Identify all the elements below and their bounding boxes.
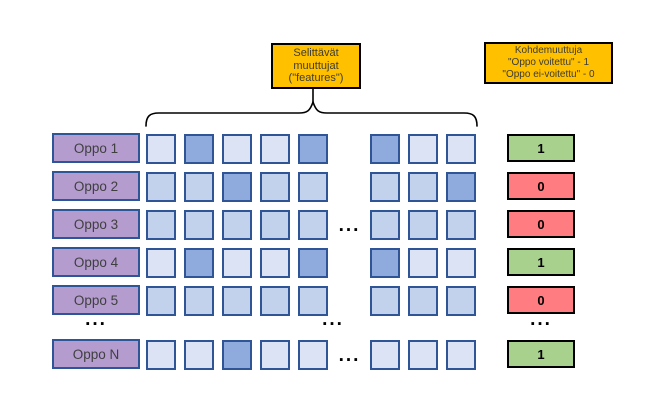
row-label: Oppo N — [52, 339, 140, 369]
feature-cell — [370, 210, 400, 240]
grid-ellipsis: ... — [338, 215, 361, 236]
feature-cell — [408, 248, 438, 278]
features-header-line: Selittävät — [293, 46, 339, 59]
target-value-box: 0 — [507, 172, 575, 200]
feature-cell — [446, 248, 476, 278]
feature-cell — [222, 172, 252, 202]
feature-cell — [408, 210, 438, 240]
target-header-box: Kohdemuuttuja "Oppo voitettu" - 1 "Oppo … — [484, 42, 613, 84]
features-header-line: muuttujat — [293, 59, 339, 72]
feature-cell — [446, 340, 476, 370]
feature-cell — [370, 340, 400, 370]
feature-cell — [222, 210, 252, 240]
feature-cell — [260, 134, 290, 164]
target-value-box: 1 — [507, 248, 575, 276]
target-value-box: 0 — [507, 210, 575, 238]
target-header-line: "Oppo voitettu" - 1 — [507, 57, 590, 69]
feature-cell — [408, 340, 438, 370]
feature-cell — [446, 134, 476, 164]
feature-cell — [184, 286, 214, 316]
feature-cell — [222, 248, 252, 278]
row-label: Oppo 2 — [52, 171, 140, 201]
feature-cell — [146, 210, 176, 240]
feature-cell — [146, 172, 176, 202]
feature-cell — [446, 286, 476, 316]
feature-cell — [370, 286, 400, 316]
feature-cell — [146, 286, 176, 316]
feature-cell — [260, 340, 290, 370]
target-value-box: 0 — [507, 286, 575, 314]
feature-cell — [184, 134, 214, 164]
row-label: Oppo 3 — [52, 209, 140, 239]
feature-cell — [222, 134, 252, 164]
feature-cell — [298, 248, 328, 278]
feature-cell — [184, 340, 214, 370]
features-header-line: ("features") — [288, 72, 344, 85]
feature-cell — [222, 286, 252, 316]
feature-cell — [146, 134, 176, 164]
target-column-ellipsis: ... — [530, 309, 552, 330]
feature-cell — [184, 172, 214, 202]
label-column-ellipsis: ... — [85, 309, 107, 330]
feature-cell — [298, 340, 328, 370]
target-header-line: "Oppo ei-voitettu" - 0 — [502, 68, 595, 80]
feature-cell — [146, 248, 176, 278]
target-value-box: 1 — [507, 340, 575, 368]
feature-cell — [184, 248, 214, 278]
features-header-box: Selittävät muuttujat ("features") — [271, 43, 361, 89]
feature-cell — [298, 286, 328, 316]
grid-ellipsis: ... — [322, 309, 344, 330]
feature-cell — [446, 210, 476, 240]
feature-cell — [370, 248, 400, 278]
feature-cell — [260, 248, 290, 278]
target-header-line: Kohdemuuttuja — [514, 45, 583, 57]
grid-ellipsis: ... — [338, 345, 361, 366]
feature-cell — [298, 134, 328, 164]
feature-cell — [260, 286, 290, 316]
feature-cell — [146, 340, 176, 370]
row-label: Oppo 5 — [52, 285, 140, 315]
feature-cell — [260, 172, 290, 202]
row-label: Oppo 1 — [52, 133, 140, 163]
feature-cell — [408, 286, 438, 316]
feature-cell — [408, 134, 438, 164]
target-value-box: 1 — [507, 134, 575, 162]
feature-cell — [298, 172, 328, 202]
feature-cell — [260, 210, 290, 240]
feature-cell — [446, 172, 476, 202]
feature-cell — [184, 210, 214, 240]
feature-cell — [222, 340, 252, 370]
feature-cell — [370, 134, 400, 164]
feature-cell — [298, 210, 328, 240]
feature-cell — [370, 172, 400, 202]
row-label: Oppo 4 — [52, 247, 140, 277]
feature-cell — [408, 172, 438, 202]
